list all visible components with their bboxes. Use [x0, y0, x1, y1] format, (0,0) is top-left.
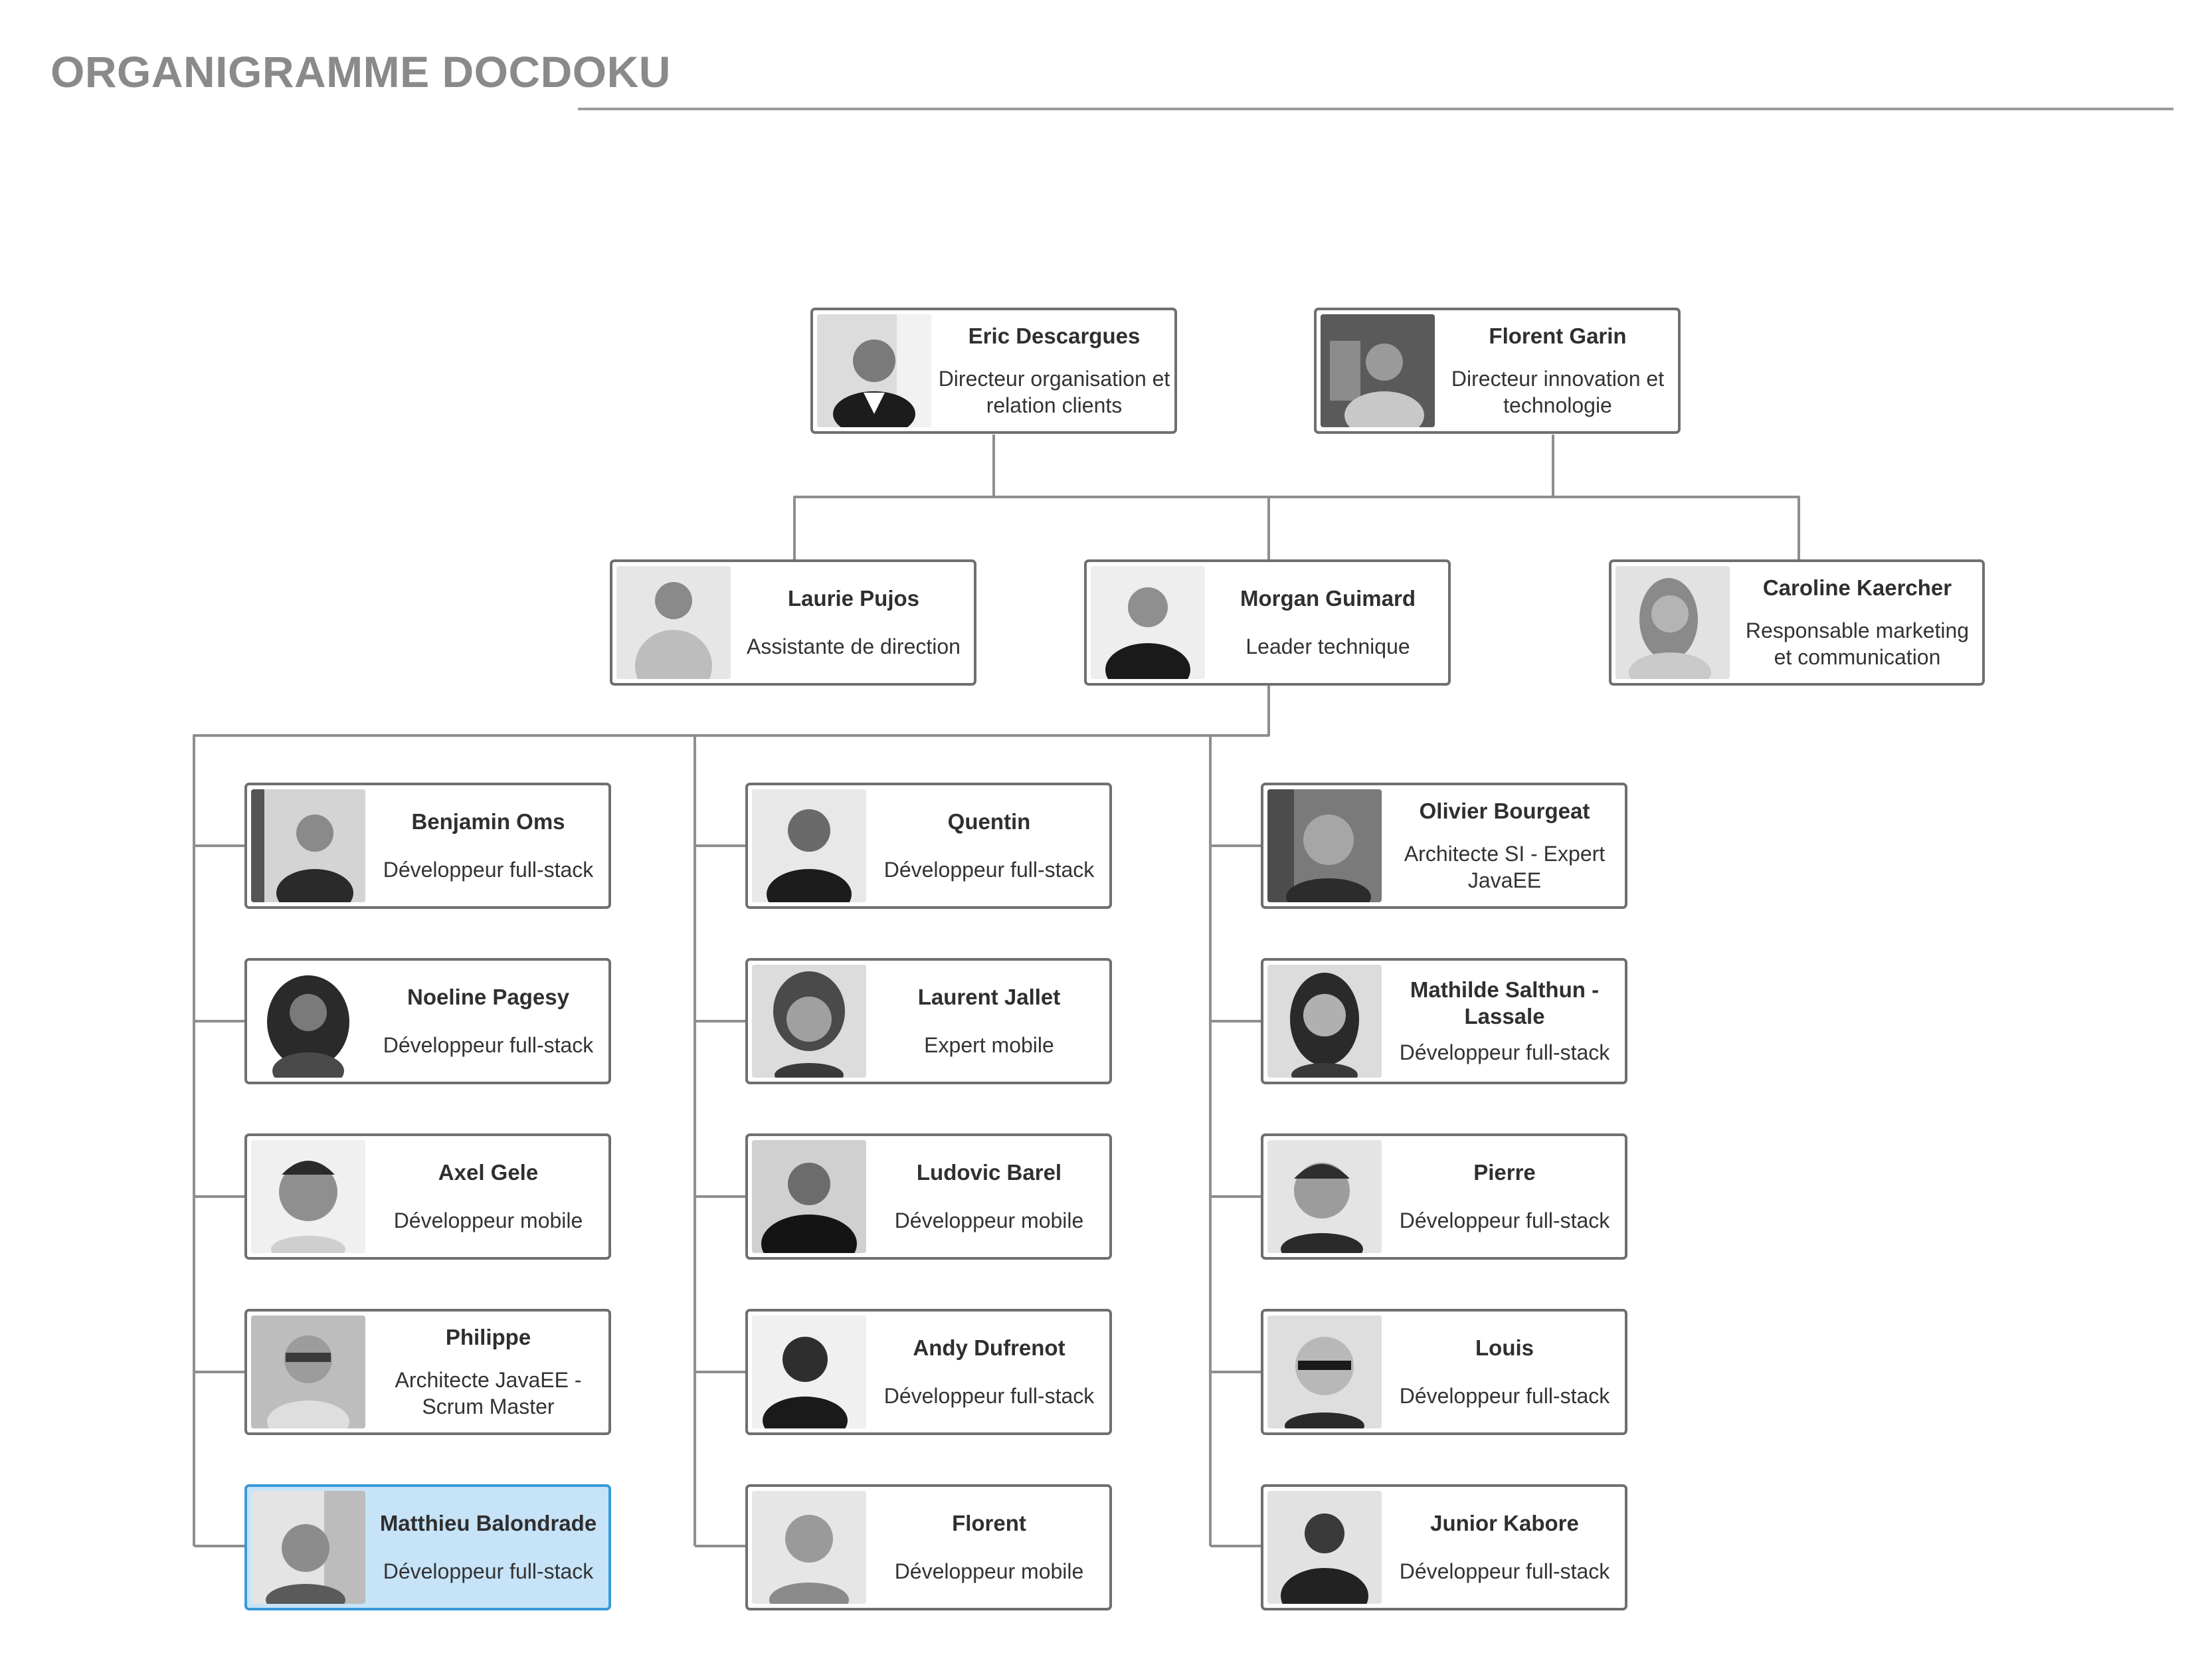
- portrait-photo: [616, 566, 731, 679]
- page-title: ORGANIGRAMME DOCDOKU: [50, 47, 671, 96]
- portrait-photo: [752, 1491, 866, 1604]
- person-role: Développeur full-stack: [1399, 1559, 1610, 1583]
- portrait-photo: [752, 789, 866, 902]
- person-name: Philippe: [445, 1325, 531, 1349]
- portrait-photo: [752, 965, 866, 1078]
- connector-col2: [695, 844, 748, 1547]
- portrait-photo: [752, 1315, 866, 1428]
- org-card-andy-dufrenot[interactable]: Andy Dufrenot Développeur full-stack: [745, 1309, 1112, 1435]
- portrait-photo: [1267, 965, 1382, 1078]
- person-role: Développeur mobile: [894, 1559, 1084, 1583]
- person-role: Expert mobile: [924, 1033, 1054, 1057]
- person-role: Architecte SI - Expert JavaEE: [1404, 842, 1606, 892]
- person-role: Développeur full-stack: [1399, 1209, 1610, 1232]
- person-role: Développeur full-stack: [883, 858, 1095, 882]
- org-card-caroline-kaercher[interactable]: Caroline Kaercher Responsable marketing …: [1609, 559, 1985, 686]
- connector-col1: [194, 844, 247, 1547]
- portrait-photo: [251, 965, 365, 1078]
- org-card-quentin[interactable]: Quentin Développeur full-stack: [745, 783, 1112, 909]
- portrait-photo: [251, 1140, 365, 1253]
- person-role: Développeur full-stack: [1399, 1384, 1610, 1408]
- portrait-photo: [1321, 314, 1435, 427]
- person-role: Assistante de direction: [747, 634, 961, 658]
- org-card-benjamin-oms[interactable]: Benjamin Oms Développeur full-stack: [244, 783, 611, 909]
- org-card-axel-gele[interactable]: Axel Gele Développeur mobile: [244, 1133, 611, 1260]
- org-card-pierre[interactable]: Pierre Développeur full-stack: [1261, 1133, 1627, 1260]
- person-role: Développeur full-stack: [383, 858, 594, 882]
- portrait-photo: [251, 1315, 365, 1428]
- person-role: Développeur mobile: [894, 1209, 1084, 1232]
- person-name: Caroline Kaercher: [1762, 575, 1952, 600]
- title-divider: [578, 108, 2173, 110]
- person-role: Responsable marketing et communication: [1745, 619, 1970, 669]
- person-name: Louis: [1475, 1335, 1534, 1360]
- org-card-eric-descargues[interactable]: Eric Descargues Directeur organisation e…: [810, 308, 1177, 434]
- person-role: Directeur organisation et relation clien…: [938, 367, 1170, 417]
- org-card-philippe[interactable]: Philippe Architecte JavaEE - Scrum Maste…: [244, 1309, 611, 1435]
- org-card-ludovic-barel[interactable]: Ludovic Barel Développeur mobile: [745, 1133, 1112, 1260]
- connector-directors: [793, 435, 1800, 562]
- portrait-photo: [1267, 1315, 1382, 1428]
- person-name: Olivier Bourgeat: [1419, 799, 1590, 823]
- org-card-louis[interactable]: Louis Développeur full-stack: [1261, 1309, 1627, 1435]
- org-card-florent[interactable]: Florent Développeur mobile: [745, 1484, 1112, 1610]
- person-role: Développeur full-stack: [1399, 1040, 1610, 1064]
- connector-col3: [1210, 844, 1263, 1547]
- org-card-laurie-pujos[interactable]: Laurie Pujos Assistante de direction: [610, 559, 976, 686]
- person-role: Développeur full-stack: [383, 1559, 594, 1583]
- person-name: Laurent Jallet: [917, 985, 1061, 1009]
- person-name: Ludovic Barel: [916, 1160, 1062, 1185]
- connector-team-bus: [193, 686, 1270, 1546]
- portrait-photo: [1091, 566, 1205, 679]
- person-name: Andy Dufrenot: [913, 1335, 1065, 1360]
- person-name: Laurie Pujos: [787, 586, 920, 611]
- person-role: Directeur innovation et technologie: [1451, 367, 1665, 417]
- person-role: Architecte JavaEE - Scrum Master: [395, 1368, 582, 1418]
- person-role: Développeur full-stack: [883, 1384, 1095, 1408]
- person-role: Développeur mobile: [393, 1209, 583, 1232]
- org-card-florent-garin[interactable]: Florent Garin Directeur innovation et te…: [1314, 308, 1681, 434]
- person-name: Eric Descargues: [968, 324, 1141, 348]
- person-name: Noeline Pagesy: [407, 985, 569, 1009]
- person-name: Quentin: [947, 809, 1031, 834]
- person-name: Mathilde Salthun - Lassale: [1410, 977, 1600, 1028]
- person-role: Développeur full-stack: [383, 1033, 594, 1057]
- org-card-olivier-bourgeat[interactable]: Olivier Bourgeat Architecte SI - Expert …: [1261, 783, 1627, 909]
- org-card-laurent-jallet[interactable]: Laurent Jallet Expert mobile: [745, 958, 1112, 1084]
- portrait-photo: [251, 1491, 365, 1604]
- person-role: Leader technique: [1245, 634, 1410, 658]
- org-card-noeline-pagesy[interactable]: Noeline Pagesy Développeur full-stack: [244, 958, 611, 1084]
- person-name: Florent Garin: [1489, 324, 1627, 348]
- person-name: Florent: [952, 1511, 1026, 1535]
- org-card-matthieu-balondrade[interactable]: Matthieu Balondrade Développeur full-sta…: [244, 1484, 611, 1610]
- portrait-photo: [752, 1140, 866, 1253]
- portrait-photo: [1267, 1491, 1382, 1604]
- org-card-junior-kabore[interactable]: Junior Kabore Développeur full-stack: [1261, 1484, 1627, 1610]
- portrait-photo: [1267, 789, 1382, 902]
- org-card-morgan-guimard[interactable]: Morgan Guimard Leader technique: [1084, 559, 1451, 686]
- portrait-photo: [1267, 1140, 1382, 1253]
- portrait-photo: [251, 789, 365, 902]
- portrait-photo: [817, 314, 931, 427]
- person-name: Morgan Guimard: [1240, 586, 1416, 611]
- person-name: Axel Gele: [438, 1160, 539, 1185]
- portrait-photo: [1615, 566, 1730, 679]
- person-name: Junior Kabore: [1430, 1511, 1579, 1535]
- person-name: Matthieu Balondrade: [379, 1511, 597, 1535]
- org-card-mathilde-salthun-lassale[interactable]: Mathilde Salthun - Lassale Développeur f…: [1261, 958, 1627, 1084]
- person-name: Benjamin Oms: [411, 809, 565, 834]
- person-name: Pierre: [1473, 1160, 1536, 1185]
